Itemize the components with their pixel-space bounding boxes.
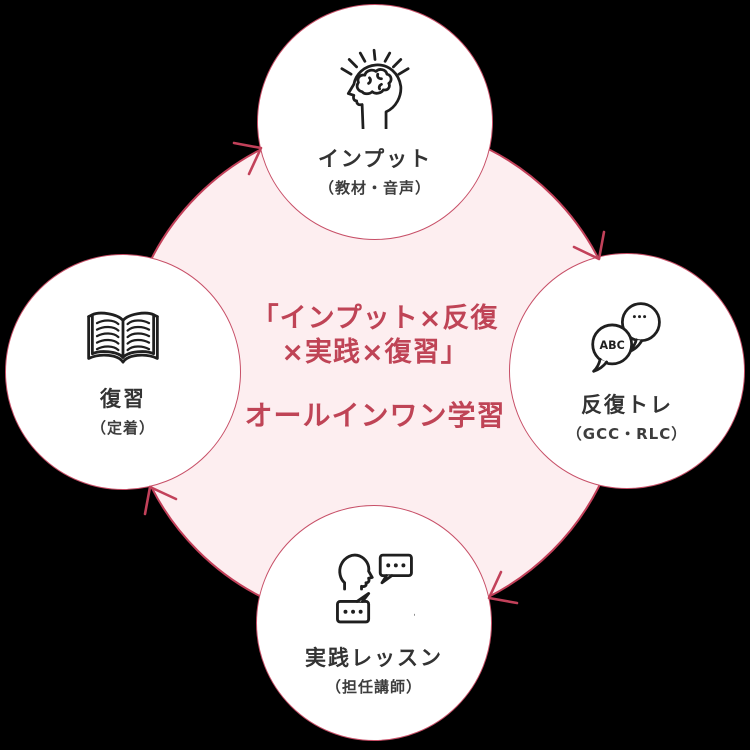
abc-label: ABC xyxy=(600,339,625,352)
center-headline: 「インプット×反復 ×実践×復習」 xyxy=(0,302,750,370)
center-headline-line1: 「インプット×反復 xyxy=(251,303,499,334)
node-title: インプット xyxy=(317,146,433,171)
center-subheadline: オールインワン学習 xyxy=(244,398,506,432)
node-subtitle: （定着） xyxy=(90,418,155,437)
brain-head-icon xyxy=(329,47,421,129)
center-headline-block: 「インプット×反復 ×実践×復習」 オールインワン学習 xyxy=(0,302,750,434)
open-book-icon xyxy=(84,307,162,369)
node-subtitle: （担任講師） xyxy=(325,677,422,696)
node-subtitle: （教材・音声） xyxy=(318,178,431,197)
node-title: 復習 xyxy=(100,386,146,411)
node-review: 復習 （定着） xyxy=(5,254,241,490)
node-title: 実践レッスン xyxy=(305,645,443,670)
node-input: インプット （教材・音声） xyxy=(257,4,493,240)
center-headline-line2: ×実践×復習」 xyxy=(281,336,469,368)
speech-bubbles-abc-icon: ABC xyxy=(588,299,666,375)
conversation-icon xyxy=(333,550,415,628)
node-practice-lesson: 実践レッスン （担任講師） xyxy=(256,505,492,741)
node-title: 反復トレ xyxy=(581,392,673,417)
node-repetition-training: ABC 反復トレ （GCC・RLC） xyxy=(509,253,745,489)
node-subtitle: （GCC・RLC） xyxy=(566,424,688,443)
